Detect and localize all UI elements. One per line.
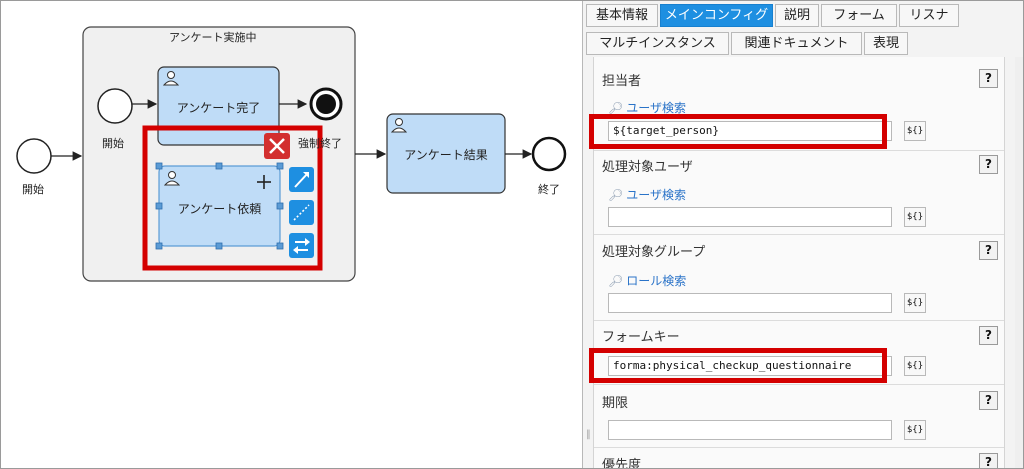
diagram-svg (16, 26, 567, 282)
end-outer-label: 終了 (538, 183, 560, 196)
task-result-label: アンケート結果 (404, 148, 488, 162)
end-event-outer[interactable] (531, 136, 567, 172)
panel-scrollbar[interactable] (1015, 57, 1023, 468)
assignee-user-search-link[interactable]: 🔎︎ユーザ検索 (608, 99, 686, 116)
due-date-title: 期限 (602, 396, 629, 411)
form-key-title: フォームキー (602, 330, 680, 345)
candidate-users-expression-button[interactable]: ${} (904, 207, 926, 227)
candidate-groups-search-label: ロール検索 (626, 274, 687, 288)
start-inner-label: 開始 (102, 137, 124, 150)
tab-related-documents[interactable]: 関連ドキュメント (731, 32, 862, 55)
search-icon: 🔎︎ (608, 101, 624, 115)
delete-icon[interactable] (264, 133, 290, 159)
plus-icon[interactable] (257, 175, 271, 189)
task-request-label: アンケート依頼 (177, 202, 262, 216)
user-icon (162, 71, 408, 186)
due-date-expression-button[interactable]: ${} (904, 420, 926, 440)
assignee-title: 担当者 (602, 74, 642, 89)
change-type-icon[interactable] (289, 233, 314, 258)
candidate-groups-expression-button[interactable]: ${} (904, 293, 926, 313)
properties-panel: 基本情報 メインコンフィグ 説明 フォーム リスナ マルチインスタンス 関連ドキ… (582, 1, 1023, 469)
search-icon: 🔎︎ (608, 274, 624, 288)
task-complete-label: アンケート完了 (176, 101, 261, 115)
divider (594, 320, 1004, 321)
start-outer-label: 開始 (22, 183, 44, 196)
tab-form[interactable]: フォーム (821, 4, 897, 27)
divider (594, 384, 1004, 385)
priority-help-button[interactable]: ? (979, 453, 998, 468)
divider (594, 234, 1004, 235)
divider (594, 150, 1004, 151)
candidate-users-search-label: ユーザ検索 (626, 188, 686, 202)
form-key-expression-button[interactable]: ${} (904, 356, 926, 376)
tab-description[interactable]: 説明 (775, 4, 819, 27)
tab-multi-instance[interactable]: マルチインスタンス (586, 32, 729, 55)
tab-basic-info[interactable]: 基本情報 (586, 4, 658, 27)
candidate-users-field[interactable] (608, 207, 892, 227)
connect-arrow-icon[interactable] (289, 167, 314, 192)
tab-listener[interactable]: リスナ (899, 4, 959, 27)
due-date-help-button[interactable]: ? (979, 391, 998, 410)
form-key-help-button[interactable]: ? (979, 326, 998, 345)
candidate-groups-field[interactable] (608, 293, 892, 313)
highlight-box-task (142, 125, 323, 271)
candidate-groups-help-button[interactable]: ? (979, 241, 998, 260)
diagram-canvas[interactable]: アンケート実施中 開始 開始 アンケート完了 アンケート依頼 アンケート結果 強… (1, 1, 582, 468)
candidate-users-help-button[interactable]: ? (979, 155, 998, 174)
candidate-groups-role-search-link[interactable]: 🔎︎ロール検索 (608, 272, 686, 289)
tab-main-config[interactable]: メインコンフィグ (660, 4, 773, 27)
assignee-help-button[interactable]: ? (979, 69, 998, 88)
search-icon: 🔎︎ (608, 188, 624, 202)
properties-content: 担当者 ? 🔎︎ユーザ検索 ${target_person} ${} 処理対象ユ… (593, 57, 1005, 469)
properties-body: 担当者 ? 🔎︎ユーザ検索 ${target_person} ${} 処理対象ユ… (583, 57, 1023, 469)
candidate-users-search-link[interactable]: 🔎︎ユーザ検索 (608, 186, 686, 203)
resize-grip[interactable]: || (586, 429, 591, 440)
association-icon[interactable] (289, 200, 314, 225)
divider (594, 447, 1004, 448)
end-force-label: 強制終了 (298, 137, 342, 150)
assignee-user-search-label: ユーザ検索 (626, 101, 686, 115)
selection-handles[interactable] (155, 162, 284, 250)
tab-expression[interactable]: 表現 (864, 32, 908, 55)
subprocess-label: アンケート実施中 (169, 31, 257, 44)
assignee-field[interactable]: ${target_person} (608, 121, 892, 141)
candidate-users-title: 処理対象ユーザ (602, 160, 693, 175)
priority-title: 優先度 (602, 458, 642, 469)
candidate-groups-title: 処理対象グループ (602, 245, 706, 260)
start-event-inner[interactable] (97, 88, 133, 124)
assignee-expression-button[interactable]: ${} (904, 121, 926, 141)
start-event-outer[interactable] (16, 138, 52, 174)
due-date-field[interactable] (608, 420, 892, 440)
tab-bar: 基本情報 メインコンフィグ 説明 フォーム リスナ マルチインスタンス 関連ドキ… (583, 1, 1023, 57)
form-key-field[interactable]: forma:physical_checkup_questionnaire (608, 356, 892, 376)
